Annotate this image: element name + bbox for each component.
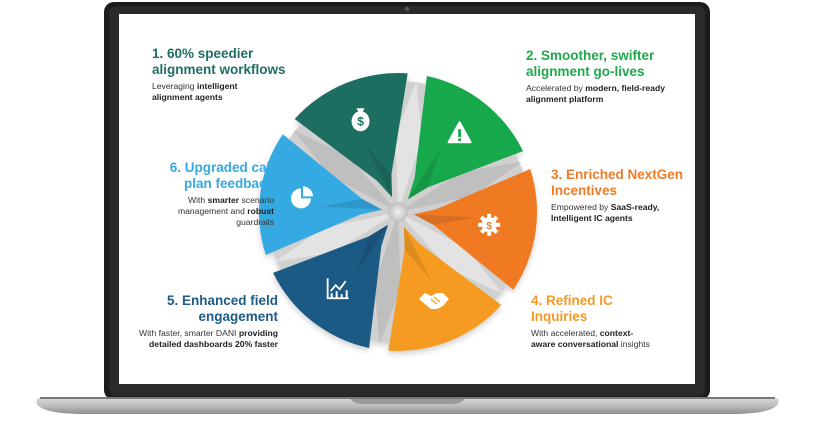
item-2-label: 2. Smoother, swifter alignment go-lives …: [526, 48, 706, 105]
item-3-title-line1: 3. Enriched NextGen: [551, 167, 684, 182]
segment-5-shade: [355, 224, 389, 276]
item-6-desc-text: With: [188, 195, 208, 205]
item-1-desc-bold: intelligent: [196, 81, 238, 91]
item-6-desc-bold: smarter: [207, 195, 240, 205]
wheel-hub: [388, 202, 408, 222]
item-5-title: 5. Enhanced field engagement: [118, 293, 278, 325]
item-5-desc-bold: providing: [238, 328, 278, 338]
item-2-title-line1: 2. Smoother, swifter: [526, 48, 655, 63]
handshake-icon: [418, 293, 449, 310]
svg-text:$: $: [357, 114, 364, 128]
item-3-title-line2: Incentives: [551, 183, 618, 198]
segment-3-shade: [413, 214, 475, 225]
item-3-title: 3. Enriched NextGen Incentives: [551, 167, 691, 199]
item-6-desc-bold-2: robust: [247, 206, 274, 216]
item-6-title: 6. Upgraded call plan feedback: [140, 160, 274, 192]
item-4-desc-text-2: insights: [618, 339, 650, 349]
pie-chart-icon: [290, 186, 313, 209]
item-4-title-line2: Inquiries: [531, 309, 588, 324]
item-5-title-line2: engagement: [198, 309, 278, 324]
item-4-title: 4. Refined IC Inquiries: [531, 293, 691, 325]
segment-6-shade: [321, 199, 383, 210]
wheel-diagram: [259, 73, 537, 351]
wheel-spoke-2: [398, 162, 522, 212]
segment-2-shade: [407, 148, 441, 200]
item-2-desc-bold: modern, field-ready: [585, 83, 665, 93]
item-4-label: 4. Refined IC Inquiries With accelerated…: [531, 293, 691, 350]
item-5-desc-bold-2: detailed dashboards 20% faster: [149, 339, 278, 349]
item-6-desc-text-3: management and: [177, 206, 248, 216]
item-5-desc-text: With faster, smarter DANI: [139, 328, 239, 338]
warning-icon: [447, 121, 472, 144]
segment-4-shade: [403, 226, 432, 281]
item-3-desc-bold-2: Intelligent IC agents: [551, 213, 633, 223]
item-1-title-line2: alignment workflows: [152, 62, 286, 77]
item-3-desc-text: Empowered by: [551, 202, 611, 212]
item-2-desc-bold-2: alignment platform: [526, 94, 604, 104]
segment-5: [273, 224, 389, 348]
item-2-title-line2: alignment go-lives: [526, 64, 645, 79]
item-1-title-line1: 1. 60% speedier: [152, 46, 254, 61]
wheel-spoke-3: [398, 212, 503, 294]
item-6-label: 6. Upgraded call plan feedback With smar…: [140, 160, 274, 228]
wheel-spoke-6: [293, 130, 398, 212]
wheel-spoke-5: [274, 212, 398, 262]
laptop-base: [36, 398, 779, 414]
laptop-hinge-notch: [350, 398, 465, 404]
item-2-title: 2. Smoother, swifter alignment go-lives: [526, 48, 706, 80]
item-1-title: 1. 60% speedier alignment workflows: [152, 46, 332, 78]
wheel-spoke-4: [374, 212, 401, 344]
line-chart-icon: [326, 278, 349, 300]
laptop-base-edge: [40, 397, 775, 399]
wheel-icons: $$: [290, 108, 501, 310]
item-3-desc-bold: SaaS-ready,: [610, 202, 660, 212]
money-bag-icon: $: [351, 108, 370, 132]
item-5-label: 5. Enhanced field engagement With faster…: [118, 293, 278, 350]
item-6-title-line2: plan feedback: [183, 176, 274, 191]
item-6-title-line1: 6. Upgraded call: [169, 160, 274, 175]
item-3-label: 3. Enriched NextGen Incentives Empowered…: [551, 167, 691, 224]
item-4-desc-text: With accelerated,: [531, 328, 600, 338]
item-1-desc-bold-2: alignment agents: [152, 92, 223, 102]
wheel-spoke-1: [395, 80, 422, 213]
webcam: [404, 6, 410, 12]
svg-text:$: $: [486, 221, 492, 232]
item-4-description: With accelerated, context-aware conversa…: [531, 328, 691, 350]
item-1-label: 1. 60% speedier alignment workflows Leve…: [152, 46, 332, 103]
item-2-desc-text: Accelerated by: [526, 83, 586, 93]
segment-1-shade: [364, 143, 393, 198]
item-1-desc-text: Leveraging: [152, 81, 197, 91]
segment-3: [413, 169, 537, 290]
item-3-description: Empowered by SaaS-ready,Intelligent IC a…: [551, 202, 691, 224]
gear-dollar-icon: $: [478, 213, 501, 236]
item-5-title-line1: 5. Enhanced field: [166, 293, 278, 308]
item-4-desc-bold: context-: [599, 328, 634, 338]
item-6-desc-text-2: scenario: [239, 195, 275, 205]
item-6-desc-text-4: guardrails: [236, 217, 274, 227]
segment-6: [259, 134, 383, 255]
item-4-desc-bold-2: aware conversational: [531, 339, 619, 349]
item-4-title-line1: 4. Refined IC: [531, 293, 613, 308]
